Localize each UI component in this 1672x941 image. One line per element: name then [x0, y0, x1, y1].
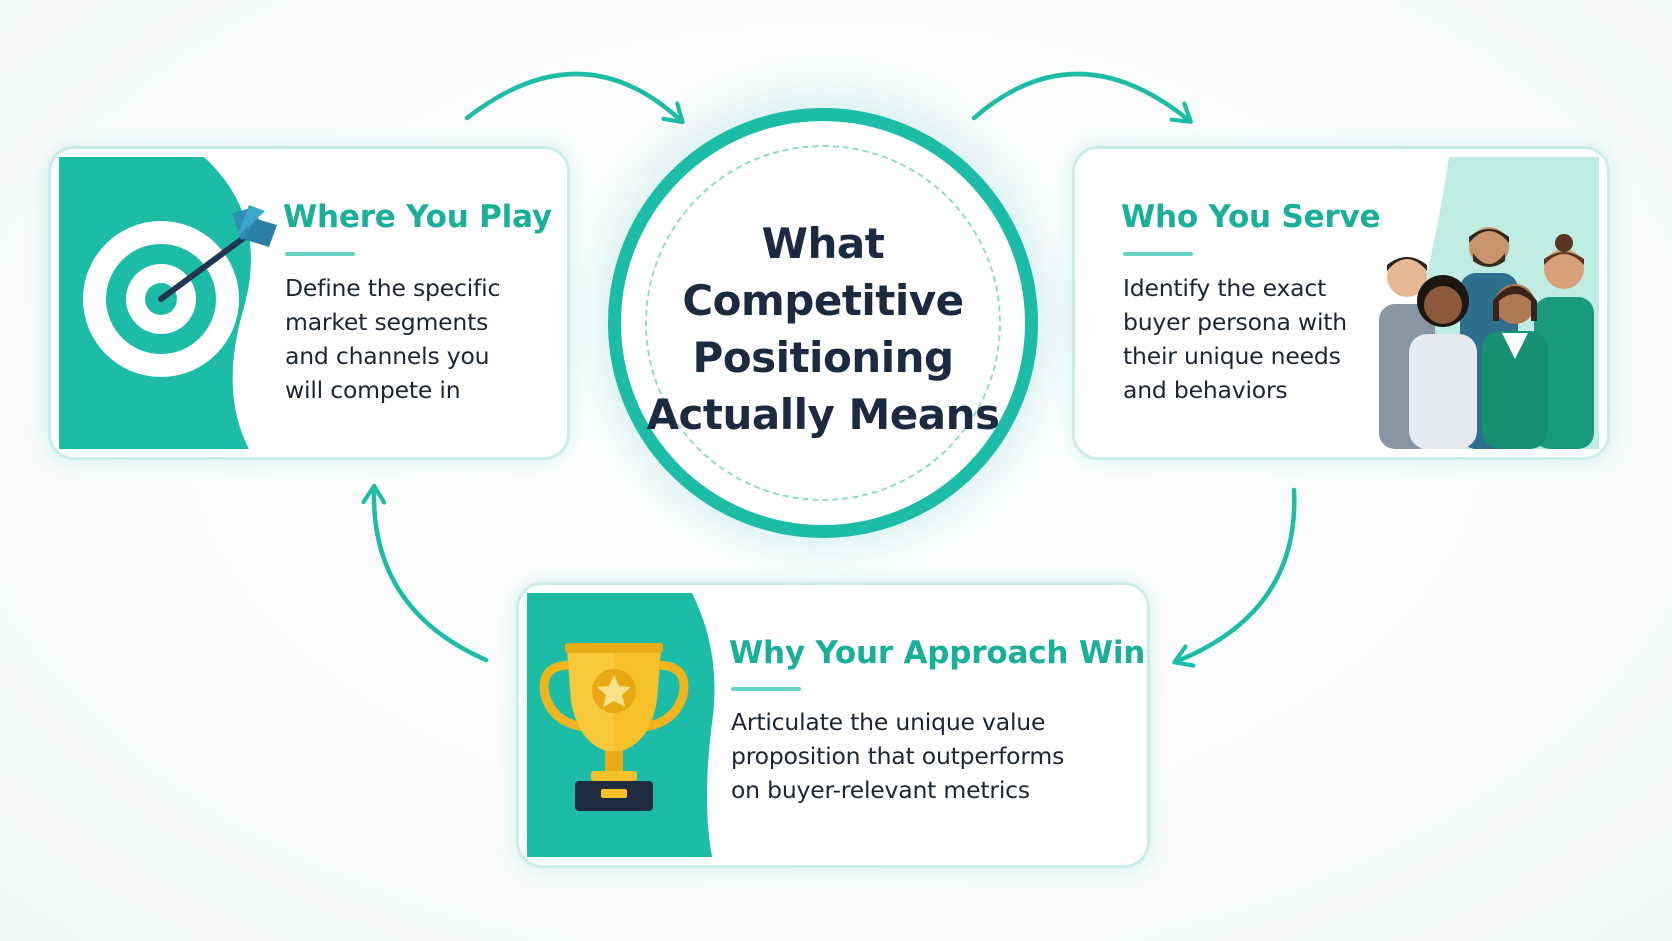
- people-group-icon: [1379, 227, 1594, 449]
- trophy-icon: [539, 643, 689, 811]
- central-hub: What Competitive Positioning Actually Me…: [608, 108, 1038, 538]
- arrow-hub-to-who: [971, 71, 1193, 124]
- card-title: Where You Play: [283, 199, 552, 235]
- arrow-who-to-why: [1172, 487, 1297, 668]
- title-underline: [731, 687, 801, 691]
- title-underline: [1123, 252, 1193, 256]
- card-description: Define the specific market segments and …: [285, 274, 501, 404]
- card-title: Who You Serve: [1121, 199, 1381, 235]
- card-who-you-serve: Who You Serve Identify the exact buyer p…: [1072, 146, 1610, 460]
- card-title: Why Your Approach Wins: [729, 635, 1150, 671]
- card-where-you-play: Where You Play Define the specific marke…: [48, 146, 570, 460]
- card-description: Identify the exact buyer persona with th…: [1123, 274, 1347, 404]
- arrow-why-to-where: [361, 483, 489, 663]
- card-why-your-approach-wins: Why Your Approach Wins Articulate the un…: [516, 582, 1150, 868]
- target-icon: [83, 205, 277, 377]
- arrow-where-to-hub: [464, 71, 685, 125]
- hub-dashed-ring: [645, 145, 1001, 501]
- title-underline: [285, 252, 355, 256]
- hub-title: What Competitive Positioning Actually Me…: [646, 219, 1000, 439]
- card-description: Articulate the unique value proposition …: [731, 708, 1065, 804]
